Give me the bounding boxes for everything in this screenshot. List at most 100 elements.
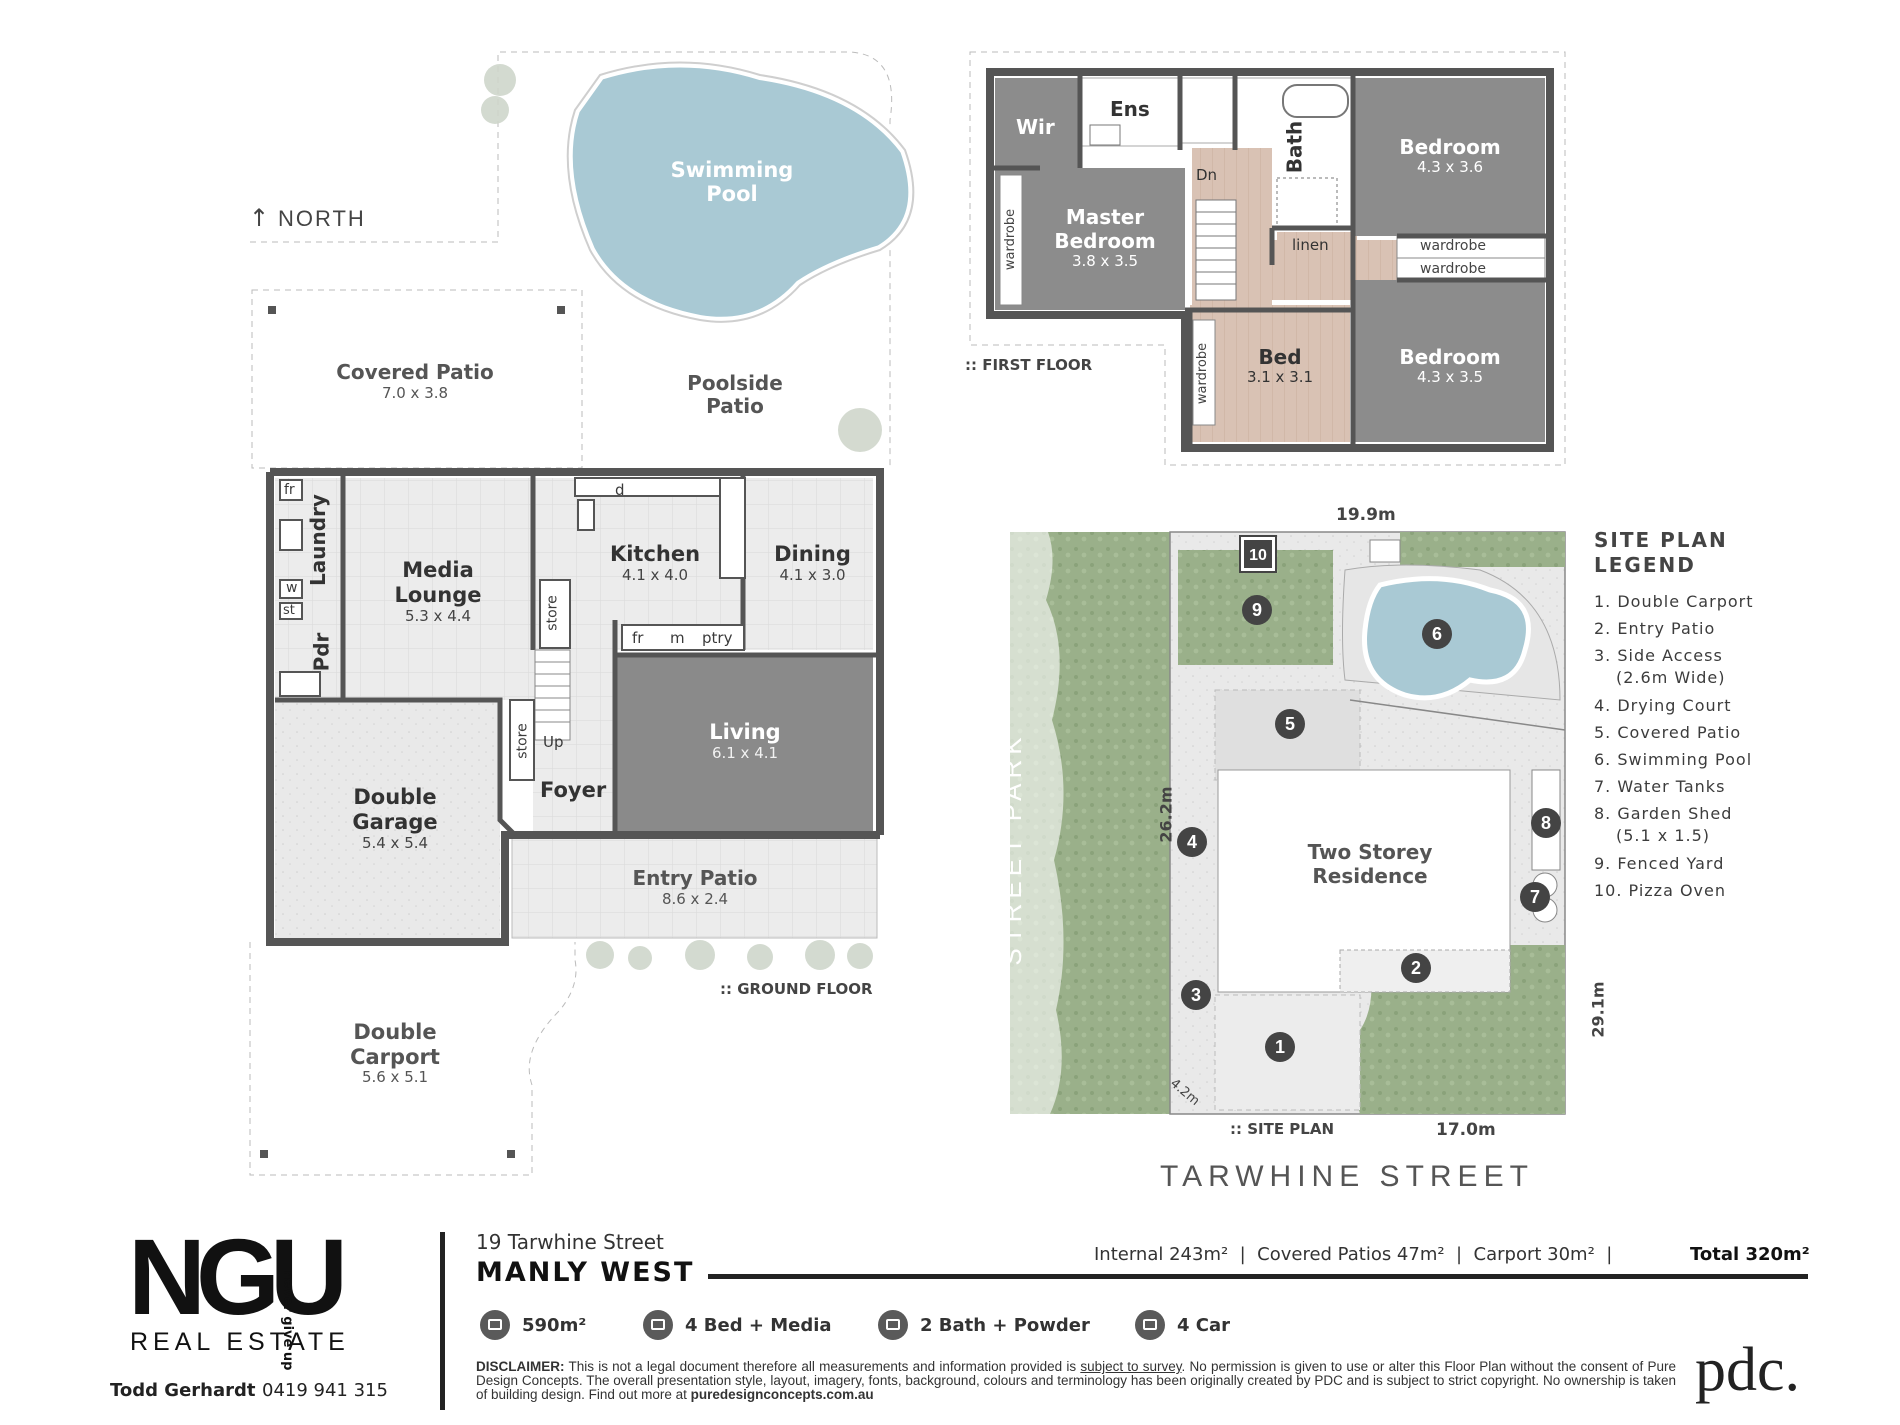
master-bedroom-room <box>995 168 1185 310</box>
wardrobe-label-4: wardrobe <box>1195 342 1211 405</box>
kitchen-label: Kitchen <box>609 542 701 566</box>
st-label: st <box>283 603 295 618</box>
svg-text:3: 3 <box>1191 985 1201 1005</box>
linen-label: linen <box>1292 236 1329 254</box>
bedroom-2-label: Bedroom <box>1399 345 1501 369</box>
swimming-pool-edge <box>566 61 915 323</box>
legend-item: 7. Water Tanks <box>1594 777 1726 796</box>
legend-item: 6. Swimming Pool <box>1594 750 1753 769</box>
master-bedroom-label: Master Bedroom <box>1054 205 1156 253</box>
bedroom-1-label: Bedroom <box>1399 135 1501 159</box>
legend-item: 1. Double Carport <box>1594 592 1754 611</box>
property-suburb: MANLY WEST <box>476 1257 695 1288</box>
double-garage-room <box>275 700 500 938</box>
double-carport-dim: 5.6 x 5.1 <box>361 1068 429 1086</box>
legend-item: 9. Fenced Yard <box>1594 854 1725 873</box>
wir-label: Wir <box>1016 115 1055 139</box>
carport-area <box>249 942 577 1176</box>
covered-patio-label: Covered Patio <box>336 360 494 384</box>
brand-subtitle: REAL ESTATE <box>130 1328 350 1356</box>
ens-label: Ens <box>1110 97 1150 121</box>
swimming-pool-label: Swimming Pool <box>670 158 794 206</box>
svg-text:9: 9 <box>1252 600 1262 620</box>
svg-text:6: 6 <box>1432 624 1442 644</box>
dim-right: 29.1m <box>1588 981 1608 1038</box>
media-lounge-room <box>343 478 533 700</box>
double-garage-dim: 5.4 x 5.4 <box>361 834 429 852</box>
pdr-label: Pdr <box>309 632 334 672</box>
entry-patio-label: Entry Patio <box>632 866 758 890</box>
bath-icon <box>878 1310 908 1340</box>
wardrobe-label-1: wardrobe <box>1420 238 1486 254</box>
wc-room <box>1179 77 1236 144</box>
svg-text:7: 7 <box>1530 887 1540 907</box>
bed-room <box>1190 305 1350 442</box>
agent-name: Todd Gerhardt <box>110 1380 256 1401</box>
bedroom-1-dim: 4.3 x 3.6 <box>1416 158 1484 176</box>
living-dim: 6.1 x 4.1 <box>711 744 779 762</box>
svg-text:4: 4 <box>1187 832 1197 852</box>
ptry-label: ptry <box>702 629 733 647</box>
feature-bathrooms: 2 Bath + Powder <box>878 1310 1090 1340</box>
brand-logo: NGU <box>128 1216 348 1337</box>
ground-floor-caption: :: GROUND FLOOR <box>720 980 873 998</box>
residence-label: Two Storey Residence <box>1307 840 1433 888</box>
poolside-patio-label: Poolside Patio <box>687 371 783 418</box>
legend-item: 8. Garden Shed <box>1594 804 1733 823</box>
master-bedroom-dim: 3.8 x 3.5 <box>1071 252 1139 270</box>
legend-item: 4. Drying Court <box>1594 696 1732 715</box>
area-total: Total 320m² <box>1690 1244 1810 1265</box>
dim-bottom: 17.0m <box>1436 1120 1496 1140</box>
svg-text:8: 8 <box>1541 813 1551 833</box>
dining-label: Dining <box>774 542 851 566</box>
compass-label: NORTH <box>278 206 366 231</box>
svg-text:2: 2 <box>1411 958 1421 978</box>
kitchen-dim: 4.1 x 4.0 <box>621 566 689 584</box>
covered-patio-dim: 7.0 x 3.8 <box>381 384 449 402</box>
w-label: w <box>286 580 298 596</box>
media-lounge-label: Media Lounge <box>394 558 482 607</box>
park-label: BARRAMUNDI STREET PARK <box>963 732 1027 966</box>
street-label: TARWHINE STREET <box>1160 1160 1534 1193</box>
entry-patio-dim: 8.6 x 2.4 <box>661 890 729 908</box>
fr-label: fr <box>284 482 295 498</box>
property-address: 19 Tarwhine Street <box>476 1230 664 1254</box>
living-room <box>615 655 873 833</box>
feature-car: 4 Car <box>1135 1310 1230 1340</box>
first-floor-boundary <box>969 51 1566 466</box>
store-label-2: store <box>514 723 531 759</box>
legend-title: SITE PLAN LEGEND <box>1594 528 1728 577</box>
grass-strip-top <box>1400 532 1565 567</box>
bedroom-2-dim: 4.3 x 3.5 <box>1416 368 1484 386</box>
bed-dim: 3.1 x 3.1 <box>1246 368 1314 386</box>
wardrobe-label-3: wardrobe <box>1003 208 1019 271</box>
double-garage-label: Double Garage <box>352 785 438 834</box>
land-area-icon <box>480 1310 510 1340</box>
wardrobe-label-2: wardrobe <box>1420 261 1486 277</box>
bedroom-1-room <box>1353 78 1545 236</box>
disclaimer: DISCLAIMER: This is not a legal document… <box>476 1359 1676 1402</box>
site-markers <box>1177 535 1561 1062</box>
pdc-logo: pdc. <box>1695 1336 1801 1404</box>
m-label: m <box>670 629 685 647</box>
pool-boundary <box>250 51 893 470</box>
agent-phone: 0419 941 315 <box>262 1380 388 1401</box>
dining-dim: 4.1 x 3.0 <box>779 566 846 584</box>
bed-icon <box>643 1310 673 1340</box>
store-label-1: store <box>544 595 561 631</box>
wardrobe-bed <box>1192 319 1216 426</box>
feature-land-area: 590m² <box>480 1310 586 1340</box>
legend-item: (5.1 x 1.5) <box>1616 826 1711 845</box>
dim-left: 26.2m <box>1156 786 1176 843</box>
dim-top: 19.9m <box>1336 505 1396 525</box>
wir-room <box>995 78 1080 168</box>
bath-label: Bath <box>1282 120 1307 174</box>
legend-item: 2. Entry Patio <box>1594 619 1716 638</box>
feature-bedrooms: 4 Bed + Media <box>643 1310 832 1340</box>
north-arrow-icon: ↑ <box>249 204 270 232</box>
bed-label: Bed <box>1258 345 1302 369</box>
dining-room <box>743 478 873 650</box>
media-lounge-dim: 5.3 x 4.4 <box>404 607 472 625</box>
site-plan-caption: :: SITE PLAN <box>1230 1120 1335 1138</box>
